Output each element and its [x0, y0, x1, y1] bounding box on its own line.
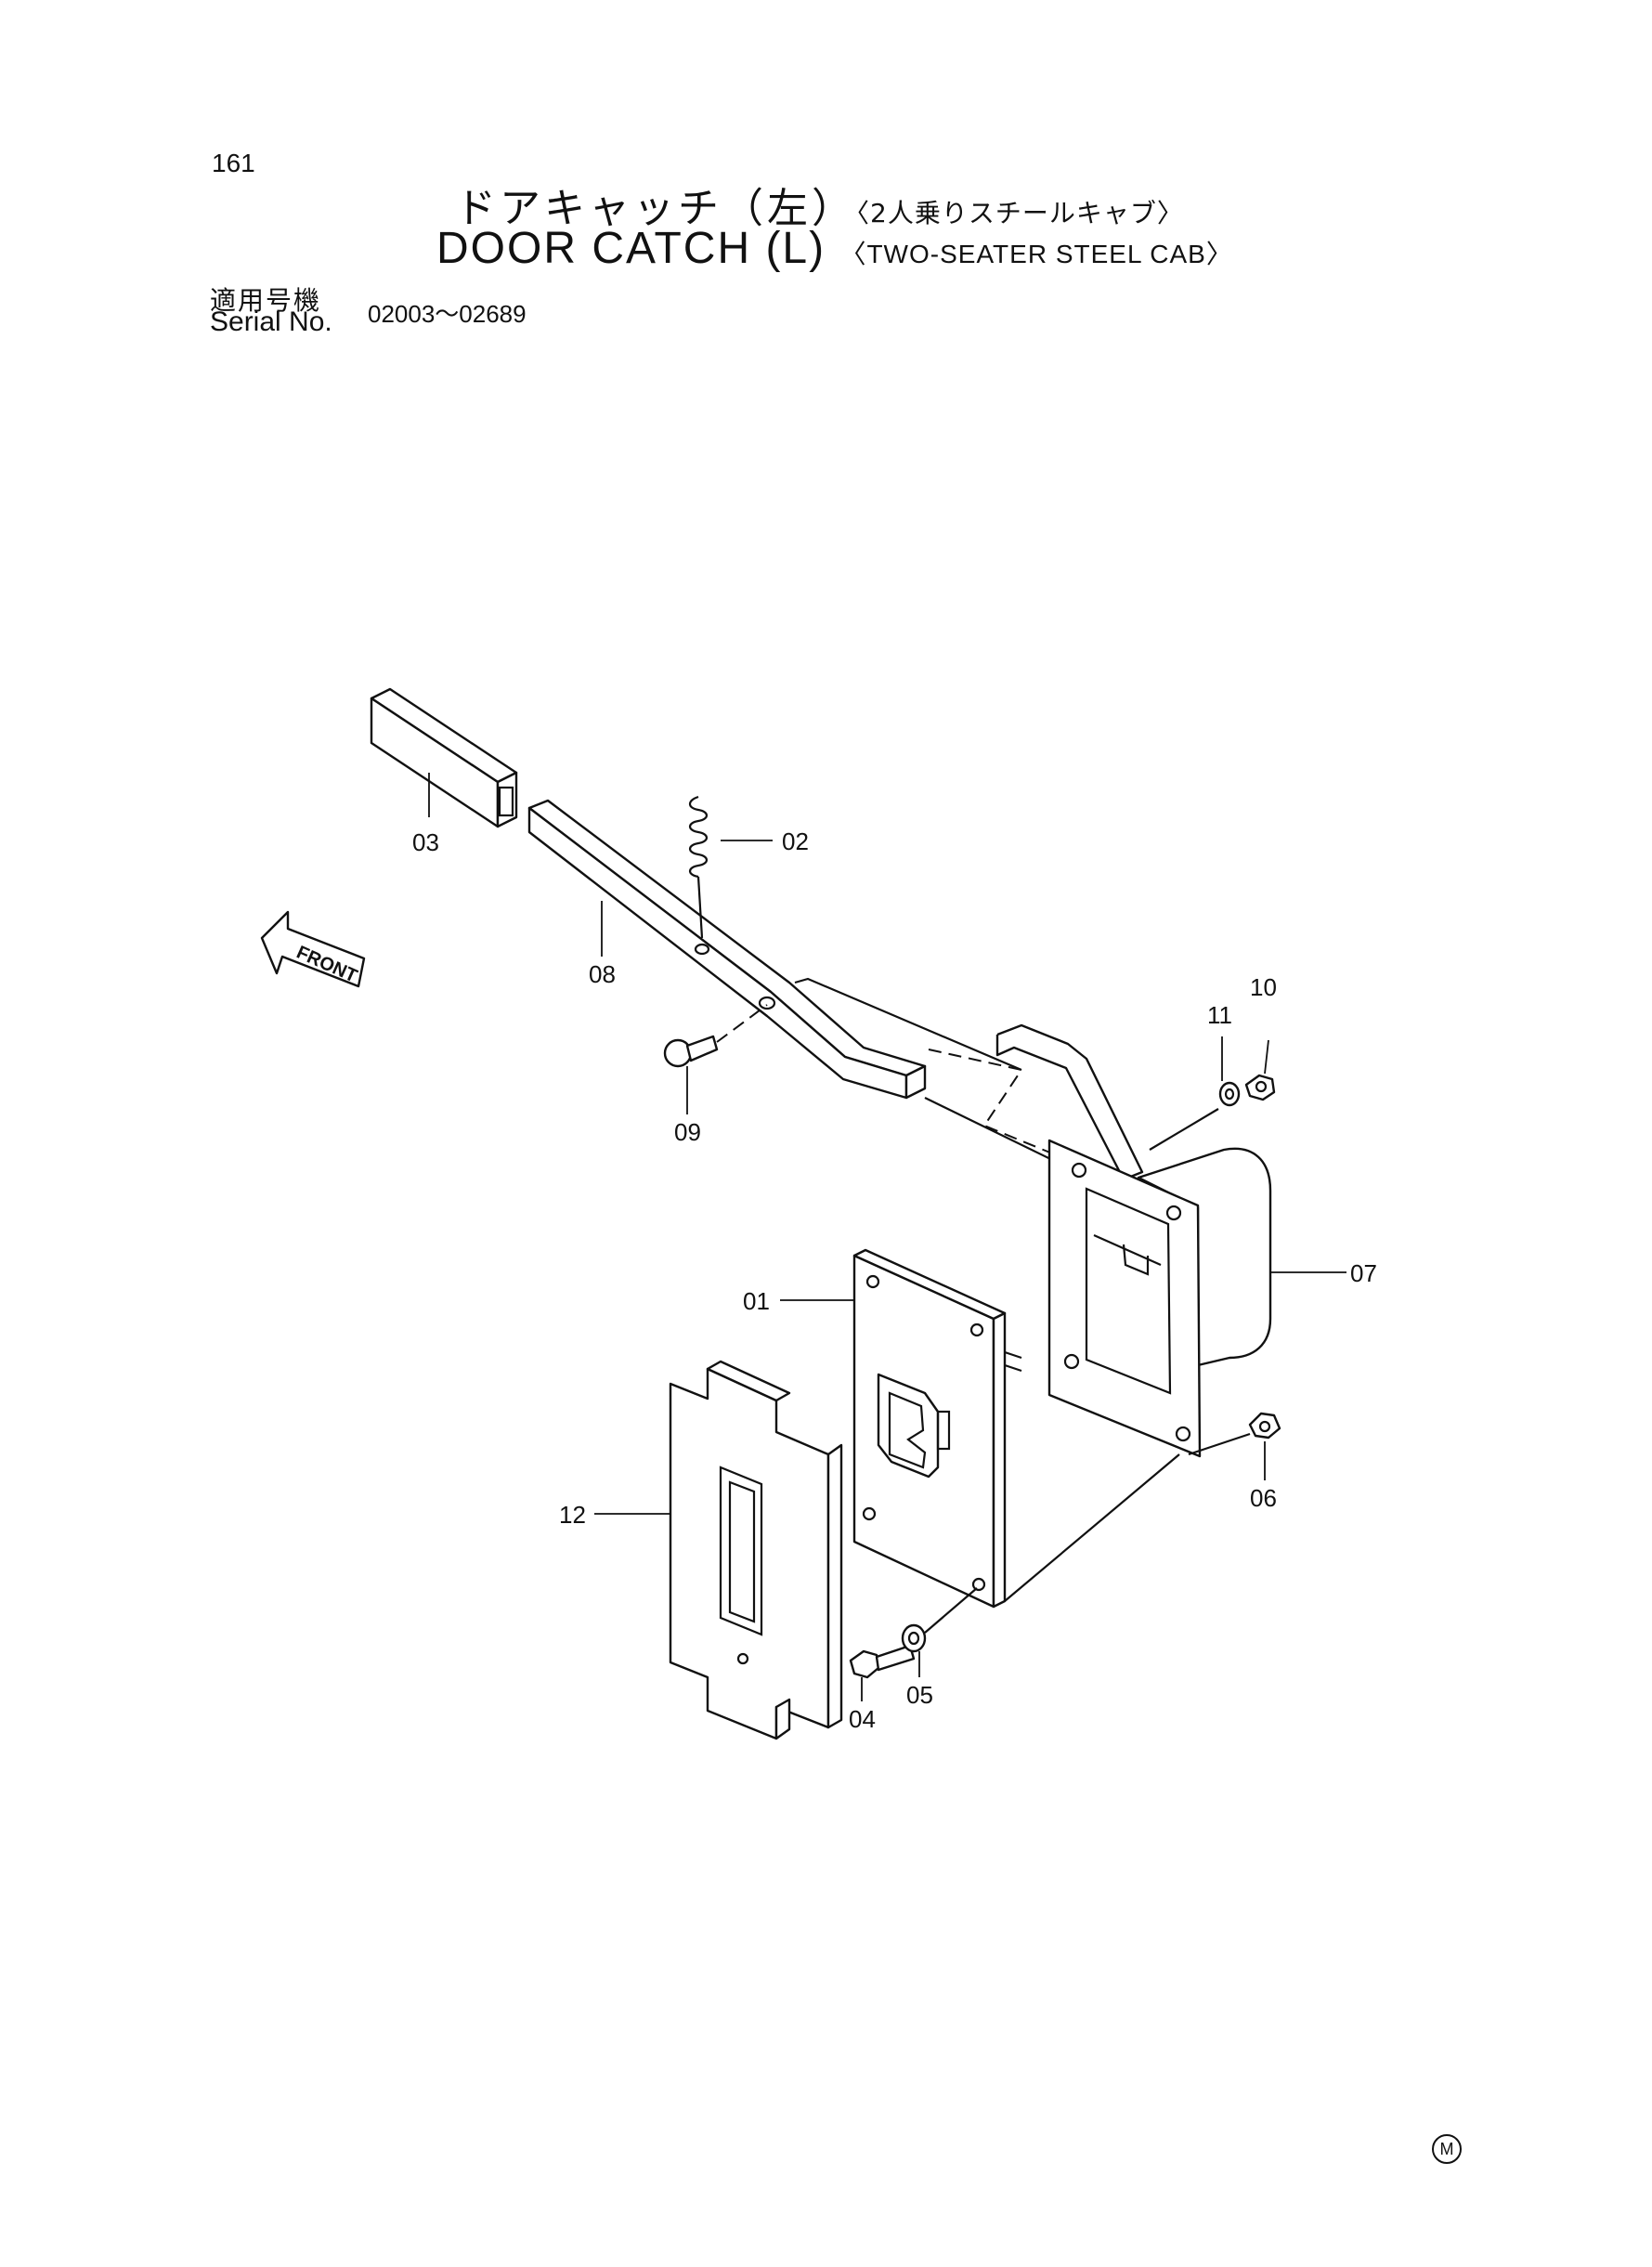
part-03-grip: [370, 687, 518, 828]
part-10-nut: [1244, 1039, 1276, 1101]
part-01-striker-plate: [780, 1248, 1180, 1609]
serial-label-en: Serial No.: [210, 306, 332, 337]
title-en-main: DOOR CATCH (L): [436, 224, 826, 273]
callout-11: 11: [1207, 1001, 1232, 1029]
part-08-lever: [527, 799, 927, 1100]
part-04-bolt: [849, 1644, 916, 1701]
part-05-washer: [901, 1587, 978, 1677]
front-arrow: FRONT: [260, 910, 366, 988]
title-jp-sub: 〈2人乗りスチールキャブ〉: [856, 198, 1184, 228]
callout-02: 02: [782, 827, 809, 855]
part-06-nut: [1188, 1412, 1281, 1480]
callout-04: 04: [849, 1705, 876, 1733]
title-jp-main: ドアキャッチ（左）: [455, 185, 856, 232]
page-number: 161: [212, 149, 255, 177]
callout-06: 06: [1250, 1484, 1277, 1512]
part-12-cover: [594, 1360, 843, 1740]
callout-03: 03: [412, 828, 439, 856]
title-japanese: ドアキャッチ（左）〈2人乗りスチールキャブ〉: [455, 175, 1184, 234]
part-11-washer: [1149, 1036, 1241, 1151]
part-09-pin: [663, 1004, 768, 1114]
callout-01: 01: [743, 1287, 770, 1315]
callout-12: 12: [559, 1501, 586, 1529]
title-english: DOOR CATCH (L) 〈TWO-SEATER STEEL CAB〉: [436, 223, 1233, 274]
callout-08: 08: [589, 960, 616, 988]
callout-05: 05: [906, 1681, 933, 1709]
registered-mark: M: [1432, 2134, 1462, 2164]
callout-10: 10: [1250, 973, 1277, 1001]
part-07-catch-housing: [995, 1023, 1346, 1458]
title-en-sub: 〈TWO-SEATER STEEL CAB〉: [839, 240, 1233, 268]
callout-09: 09: [674, 1118, 701, 1146]
serial-range: 02003～02689: [368, 300, 527, 328]
part-02-spring: [688, 795, 773, 939]
serial-label-jp: 適用号機: [210, 285, 322, 316]
callout-07: 07: [1350, 1259, 1377, 1287]
